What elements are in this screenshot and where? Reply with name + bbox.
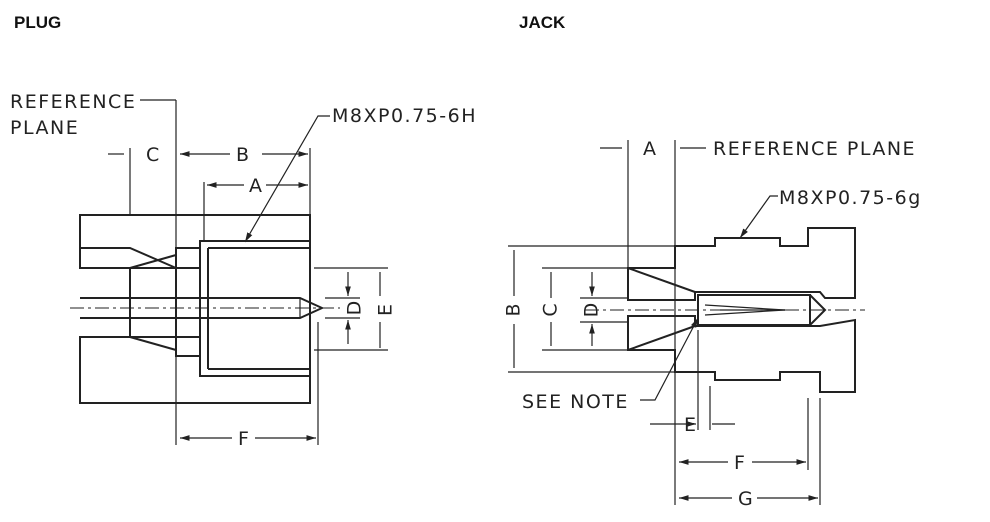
jack-dim-b: B	[503, 303, 525, 316]
plug-reference-plane-label-1: REFERENCE	[10, 91, 136, 113]
plug-body-top	[79, 214, 311, 269]
jack-dim-f: F	[734, 452, 745, 474]
jack-body-top	[627, 227, 856, 301]
jack-drawing	[508, 140, 865, 505]
plug-dim-c: C	[146, 144, 159, 166]
jack-title: JACK	[519, 13, 566, 32]
jack-see-note-label: SEE NOTE	[522, 391, 629, 413]
jack-body-bottom	[627, 315, 856, 393]
jack-dim-g: G	[738, 488, 753, 510]
jack-dim-c: C	[540, 303, 562, 316]
plug-thread-label: M8XP0.75-6H	[332, 105, 477, 127]
jack-dim-e: E	[684, 414, 696, 436]
plug-title: PLUG	[14, 13, 62, 32]
plug-dim-d: D	[344, 301, 366, 316]
plug-drawing	[70, 99, 388, 445]
plug-dim-b: B	[236, 144, 249, 166]
plug-dim-f: F	[238, 428, 249, 450]
jack-dim-a: A	[643, 138, 656, 160]
jack-dim-d: D	[581, 303, 603, 318]
plug-reference-plane-label-2: PLANE	[10, 117, 79, 139]
plug-dim-e: E	[375, 304, 397, 316]
plug-dim-a: A	[249, 175, 262, 197]
jack-thread-label: M8XP0.75-6g	[779, 187, 922, 209]
jack-reference-plane-label: REFERENCE PLANE	[713, 138, 916, 160]
plug-taper-top	[79, 247, 177, 269]
